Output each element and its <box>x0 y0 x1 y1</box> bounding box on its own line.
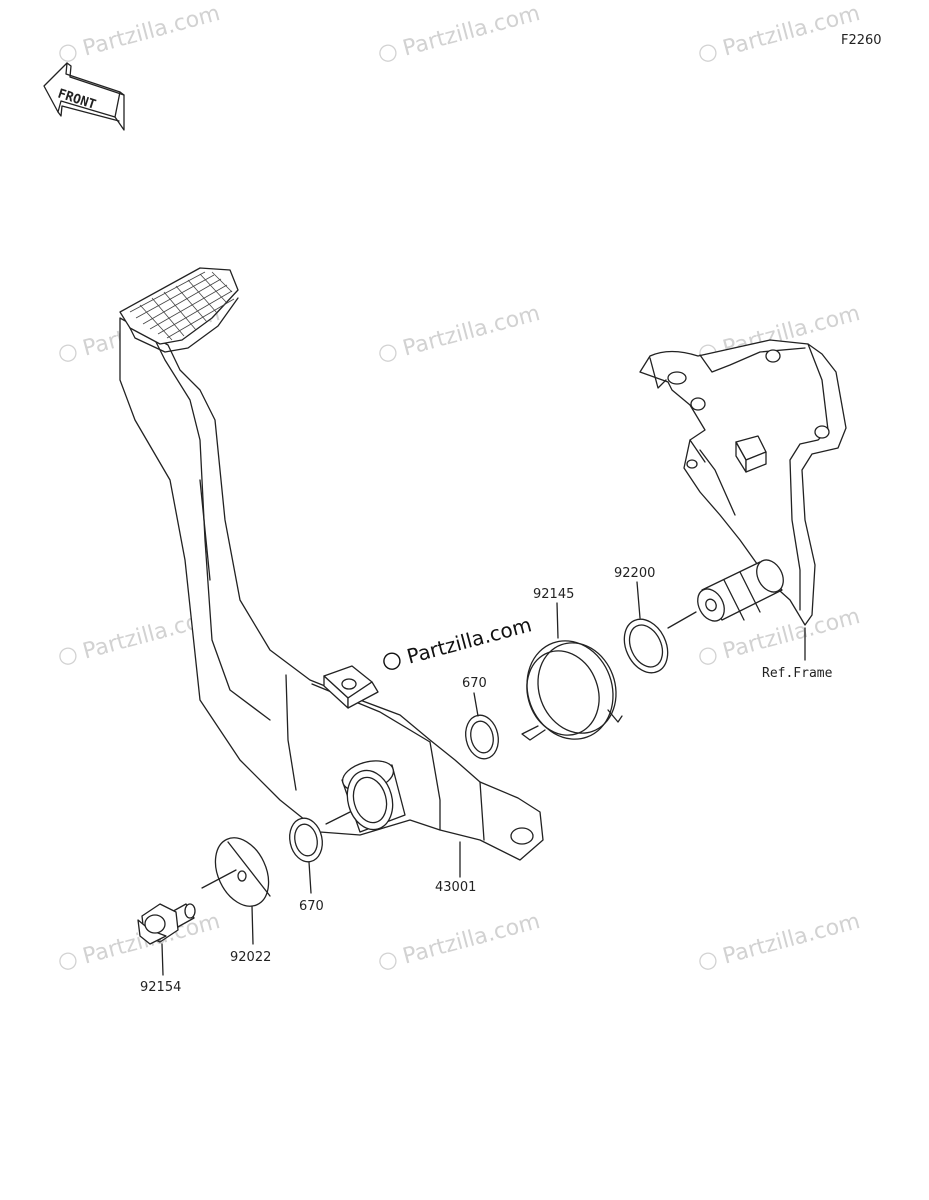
watermark: Partzilla.com <box>80 1 222 62</box>
part-labels: 92145 92200 670 670 43001 92022 92154 Re… <box>140 566 833 995</box>
watermark: Partzilla.com <box>720 1 862 62</box>
brake-pedal <box>119 267 544 861</box>
assembly-line <box>667 611 697 629</box>
leader-line <box>636 581 641 619</box>
watermark: Partzilla.com <box>400 909 542 970</box>
pedal-hole <box>510 827 534 845</box>
part-label-670-upper: 670 <box>462 676 487 691</box>
watermark: Partzilla.com <box>400 301 542 362</box>
pedal-boss <box>341 760 406 833</box>
leader-line <box>251 905 254 945</box>
leader-line <box>556 602 559 639</box>
diagram-code: F2260 <box>841 33 882 48</box>
pedal-footpad <box>119 267 239 353</box>
leader-line <box>308 861 312 894</box>
part-label-92154: 92154 <box>140 980 181 995</box>
frame-bracket <box>639 339 847 626</box>
washer-frame-side <box>623 618 669 674</box>
footpad-grid <box>129 271 235 341</box>
part-label-92145: 92145 <box>533 587 574 602</box>
center-stamp: Partzilla.com <box>383 612 534 670</box>
part-label-43001: 43001 <box>435 880 476 895</box>
watermark: Partzilla.com <box>400 1 542 62</box>
watermark: Partzilla.com <box>720 604 862 665</box>
pivot-shaft <box>697 559 784 622</box>
assembly-line <box>201 869 237 889</box>
frame-hole <box>667 371 687 385</box>
leader-line <box>473 692 479 717</box>
frame-hole <box>765 349 781 363</box>
frame-hole <box>686 459 698 469</box>
frame-nut <box>735 435 767 473</box>
watermark: Partzilla.com <box>720 909 862 970</box>
oring-upper <box>465 714 499 760</box>
pedal-stopper-nub <box>323 665 379 709</box>
frame-hole <box>814 425 830 439</box>
part-label-92200: 92200 <box>614 566 655 581</box>
front-arrow-icon: FRONT <box>43 62 125 133</box>
leader-lines <box>161 581 806 976</box>
oring-lower <box>289 817 323 863</box>
leader-line <box>161 943 164 976</box>
ref-frame-label: Ref.Frame <box>762 666 833 681</box>
center-stamp-text: Partzilla.com <box>404 612 534 668</box>
washer-bolt-side <box>214 837 271 907</box>
frame-hole <box>690 397 706 411</box>
spring <box>521 640 623 741</box>
part-label-670-lower: 670 <box>299 899 324 914</box>
assembly-line <box>325 811 351 825</box>
part-label-92022: 92022 <box>230 950 271 965</box>
flange-bolt <box>137 903 196 945</box>
